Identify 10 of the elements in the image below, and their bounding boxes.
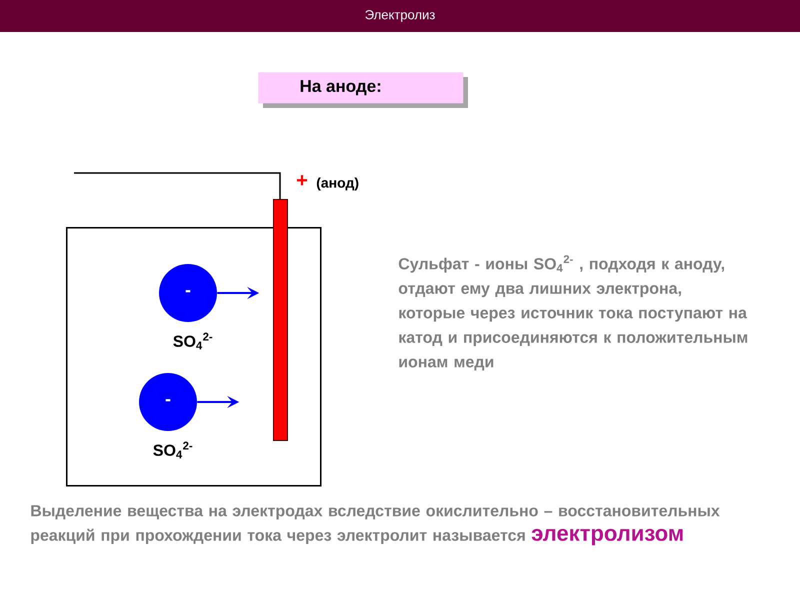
- definition-text: Выделение вещества на электродах вследствие окислительно – восстановительных реакций при прохождении тока через электролит называется электролизом: [31, 505, 720, 546]
- electrode-label: (анод): [316, 177, 358, 191]
- title-bar: Электролиз: [0, 0, 800, 32]
- heading-box: На аноде:: [258, 72, 468, 108]
- ion-label: SO$_{4}$2-: [153, 442, 192, 458]
- paragraph: Сульфат - ионы SO$_{4}$$^{2-}$ , подходя к аноду, отдают ему два лишних электрона, которые через источник тока поступают на катод и присоединяются к положительным ионам меди: [398, 255, 748, 370]
- electrode: [273, 199, 288, 441]
- ion-label: SO$_{4}$2-: [173, 332, 212, 350]
- vessel: [66, 227, 322, 486]
- plus-sign: +: [297, 175, 308, 186]
